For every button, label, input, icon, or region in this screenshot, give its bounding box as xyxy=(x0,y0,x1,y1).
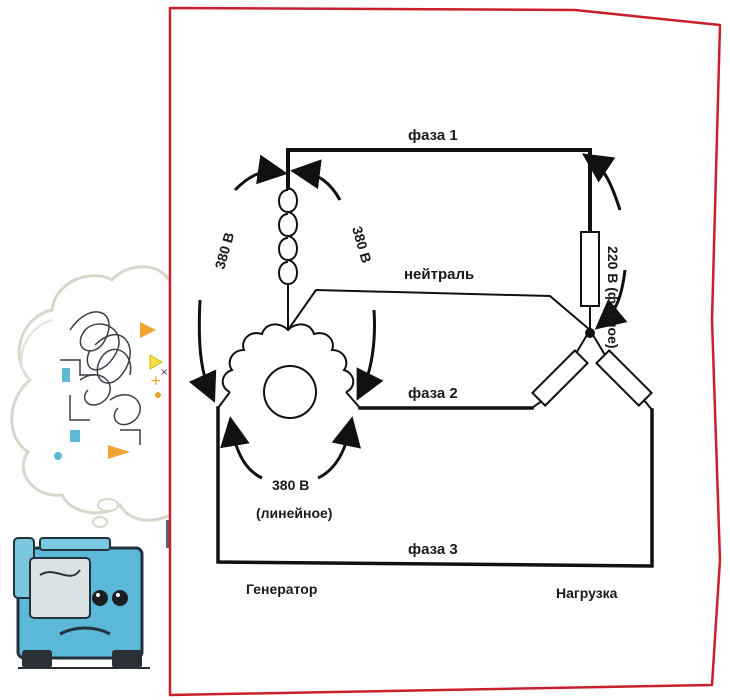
svg-text:+: + xyxy=(150,373,162,389)
load-resistors xyxy=(531,231,653,407)
phase3-label: фаза 3 xyxy=(408,541,458,558)
phase3-wire xyxy=(216,406,654,568)
thought-cloud-icon: + × xyxy=(10,265,172,528)
arrow-220-bottom xyxy=(594,269,628,330)
generator-windings xyxy=(217,187,361,419)
voltage-line-bottom-label: 380 В xyxy=(272,477,309,493)
neutral-label: нейтраль xyxy=(404,266,474,283)
arrow-380-mid-bottom xyxy=(356,309,384,401)
winding-left xyxy=(217,323,289,409)
resistor-phase2 xyxy=(531,349,589,407)
arrow-380-bot-left xyxy=(220,416,263,480)
arrow-380-left-top xyxy=(233,154,288,192)
circuit-wires xyxy=(216,148,654,568)
voltage-phase-label: 220 В (фазное) xyxy=(605,246,621,349)
arrow-220-top xyxy=(582,153,622,211)
resistor-phase1 xyxy=(580,231,600,307)
arrow-380-mid-top xyxy=(290,159,342,201)
arrow-380-bot-right xyxy=(317,416,362,480)
arrow-380-left-bottom xyxy=(188,299,217,403)
generator-thought-cloud-icon: + × xyxy=(10,265,172,669)
generator-label: Генератор xyxy=(246,581,317,597)
voltage-line-bottom-sub: (линейное) xyxy=(256,505,332,521)
neutral-wire xyxy=(286,288,592,332)
star-node xyxy=(585,328,595,338)
winding-top xyxy=(278,187,298,330)
generator-machine-icon xyxy=(13,537,150,669)
rotor-circle xyxy=(263,365,317,419)
phase2-label: фаза 2 xyxy=(408,385,458,402)
voltage-arrows xyxy=(188,153,628,480)
phase1-wire xyxy=(286,148,592,234)
diagram-labels: фаза 1 нейтраль фаза 2 фаза 3 220 В (фаз… xyxy=(212,127,621,601)
phase1-label: фаза 1 xyxy=(408,127,458,144)
winding-right xyxy=(287,323,361,409)
load-label: Нагрузка xyxy=(556,585,618,601)
resistor-phase3 xyxy=(595,349,653,407)
edge-mark xyxy=(166,520,169,548)
svg-text:×: × xyxy=(160,367,168,378)
